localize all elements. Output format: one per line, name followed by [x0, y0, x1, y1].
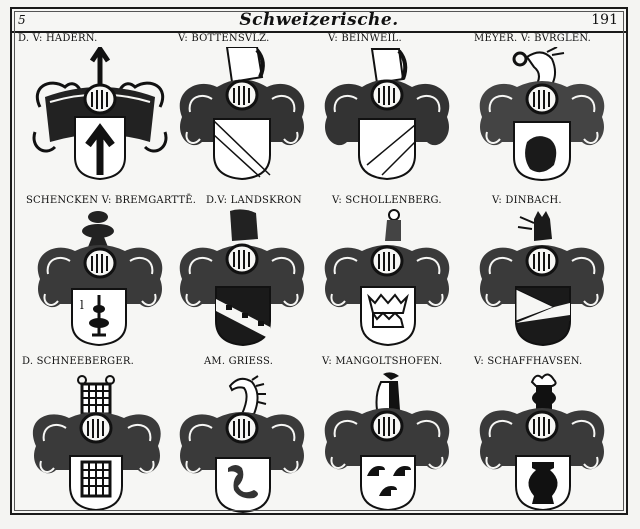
vase-arms-icon: [479, 373, 605, 512]
checky-tower-arms-icon: [32, 375, 161, 512]
caption-schneeberger: D. SCHNEEBERGER.: [22, 356, 134, 367]
three-hats-arms-icon: [324, 372, 450, 512]
coat-of-arms-griess: [172, 374, 312, 514]
caption-hadern: D. V: HÄDERN.: [18, 33, 98, 44]
caption-dinbach: V: DINBACH.: [492, 195, 562, 206]
bend-arms-icon: [179, 47, 305, 181]
coat-of-arms-schneeberger: [24, 374, 169, 514]
coat-of-arms-schaffhausen: [472, 370, 612, 515]
caption-landskron: D.V: LANDSKRON: [206, 195, 302, 206]
arms-row-1: D. V: HÄDERN. V: BOTTENSVLZ. V: BEINWEIL…: [12, 33, 626, 193]
armorial-page: 5 Schweizerische. 191 D. V: HÄDERN. V: B…: [10, 7, 628, 515]
caption-schollenberg: V: SCHOLLENBERG.: [332, 195, 442, 206]
coat-of-arms-hadern: [30, 47, 170, 182]
arrow-arms-icon: [32, 47, 168, 181]
bend-arms-icon: [324, 48, 450, 181]
caption-schencken-bremgartte: SCHENCKEN V: BREMGARTTĒ.: [26, 195, 197, 206]
page-title: Schweizerische.: [239, 10, 399, 30]
arms-row-2: SCHENCKEN V: BREMGARTTĒ. D.V: LANDSKRON …: [12, 195, 626, 355]
pile-arms-icon: [479, 211, 605, 347]
arms-row-3: D. SCHNEEBERGER. AM. GRIESS. V: MANGOLTS…: [12, 356, 626, 516]
coat-of-arms-schollenberg: [317, 209, 457, 349]
coat-of-arms-meyer-burglen: [472, 47, 612, 182]
coat-of-arms-beinweil: [317, 47, 457, 182]
coat-of-arms-landskron: [172, 209, 312, 349]
caption-mangoltshofen: V: MANGOLTSHOFEN.: [322, 356, 443, 367]
coat-of-arms-mangoltshofen: [317, 370, 457, 515]
swan-arms-icon: [179, 375, 305, 514]
caption-schaffhausen: V: SCHAFFHAVSEN.: [474, 356, 583, 367]
coat-of-arms-bottensulz: [172, 47, 312, 182]
bend-checky-arms-icon: [179, 209, 305, 347]
coat-of-arms-dinbach: [472, 209, 612, 349]
caption-griess: AM. GRIESS.: [204, 356, 274, 367]
page-number: 191: [591, 12, 618, 28]
dragon-arms-icon: [479, 47, 605, 182]
svg-text:l: l: [80, 298, 84, 312]
coat-of-arms-schencken: l: [30, 209, 170, 349]
signature-mark: 5: [18, 13, 26, 27]
mounts-arms-icon: [324, 209, 450, 347]
page-header: 5 Schweizerische. 191: [12, 9, 626, 33]
caption-beinweil: V: BEINWEIL.: [328, 33, 402, 44]
caption-bottensulz: V: BOTTENSVLZ.: [178, 33, 270, 44]
caption-meyer-burglen: MEYER. V: BVRGLEN.: [474, 33, 592, 44]
fountain-arms-icon: l: [37, 211, 163, 347]
